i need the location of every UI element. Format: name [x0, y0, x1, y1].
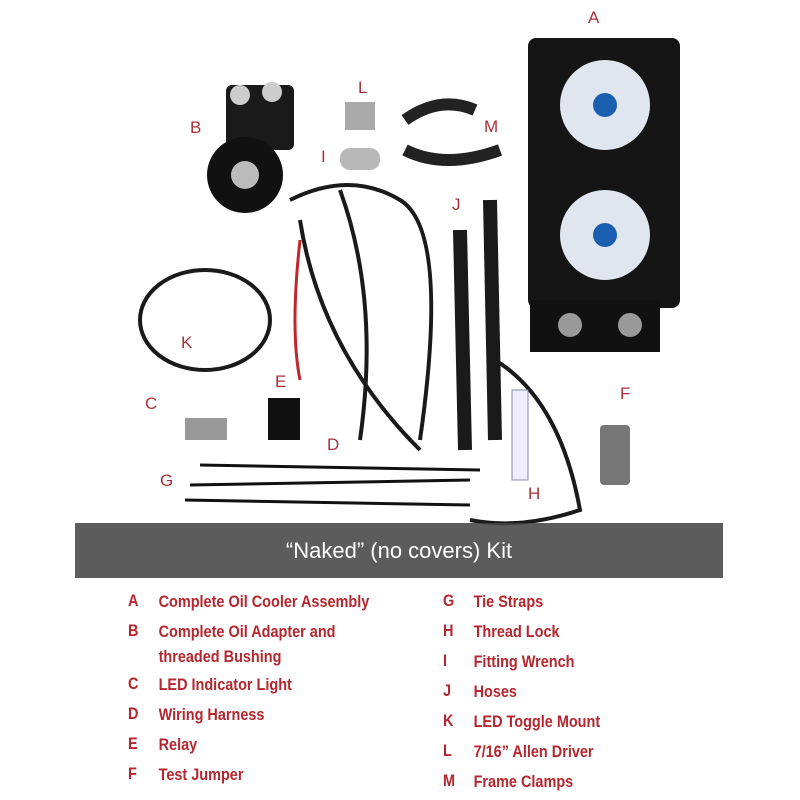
parts-list-item: I Fitting Wrench: [443, 646, 600, 676]
oil-adapter: [207, 82, 294, 213]
photo-label-f: F: [620, 384, 631, 403]
tie-straps: [184, 463, 481, 507]
photo-label-e: E: [275, 372, 287, 391]
connector: [185, 418, 227, 440]
kit-title-banner: “Naked” (no covers) Kit: [75, 523, 723, 578]
part-key: J: [443, 681, 452, 700]
part-key: A: [128, 591, 139, 610]
part-key: H: [443, 621, 454, 640]
parts-list-item: B Complete Oil Adapter and threaded Bushi…: [128, 616, 369, 669]
photo-label-d: D: [327, 435, 340, 454]
parts-list-right: G Tie Straps H Thread Lock I Fitting Wrench…: [443, 586, 628, 796]
part-key: M: [443, 771, 456, 790]
part-key: L: [443, 741, 452, 760]
photo-label-a: A: [588, 8, 600, 27]
part-name: 7/16” Allen Driver: [473, 742, 594, 761]
part-key: E: [128, 734, 138, 753]
parts-list-item: D Wiring Harness: [128, 699, 369, 729]
photo-label-g: G: [160, 471, 174, 490]
part-name: Test Jumper: [158, 765, 244, 784]
photo-label-j: J: [452, 195, 461, 214]
part-name: Tie Straps: [473, 592, 544, 611]
led-indicator-wire: [138, 268, 272, 372]
hoses: [453, 199, 502, 451]
parts-list-item: M Frame Clamps: [443, 766, 600, 796]
allen-driver: [345, 102, 375, 130]
parts-list-item: F Test Jumper: [128, 759, 369, 789]
relay: [268, 398, 300, 440]
parts-list-item: K LED Toggle Mount: [443, 706, 600, 736]
part-name: Thread Lock: [473, 622, 560, 641]
part-key: C: [128, 674, 139, 693]
photo-label-c: C: [145, 394, 158, 413]
test-jumper: [600, 425, 630, 485]
photo-label-b: B: [190, 118, 202, 137]
part-name: Hoses: [473, 682, 517, 701]
part-name: LED Toggle Mount: [473, 712, 601, 731]
parts-list-item: L 7/16” Allen Driver: [443, 736, 600, 766]
part-key: K: [443, 711, 454, 730]
part-key: D: [128, 704, 139, 723]
parts-list-item: H Thread Lock: [443, 616, 600, 646]
parts-list-left: A Complete Oil Cooler Assembly B Complete …: [128, 586, 412, 789]
parts-list-item: J Hoses: [443, 676, 600, 706]
part-name: Wiring Harness: [158, 705, 265, 724]
photo-label-h: H: [528, 484, 541, 503]
parts-list-item: G Tie Straps: [443, 586, 600, 616]
parts-list-item: C LED Indicator Light: [128, 669, 369, 699]
part-key: I: [443, 651, 448, 670]
fitting-wrench: [340, 148, 380, 170]
part-name: Relay: [158, 735, 198, 754]
part-key: G: [443, 591, 455, 610]
photo-label-k: K: [181, 333, 193, 352]
product-photo: [138, 38, 680, 526]
parts-list-item: E Relay: [128, 729, 369, 759]
part-key: B: [128, 621, 139, 640]
thread-lock: [511, 389, 529, 481]
oil-cooler-assembly: [528, 38, 680, 352]
photo-label-m: M: [484, 117, 499, 136]
part-name: Complete Oil Cooler Assembly: [158, 592, 370, 611]
frame-clamps: [401, 98, 503, 166]
parts-list-item: A Complete Oil Cooler Assembly: [128, 586, 369, 616]
part-name: Frame Clamps: [473, 772, 574, 791]
photo-label-l: L: [358, 78, 368, 97]
part-name: Complete Oil Adapter and threaded Bushin…: [158, 622, 336, 666]
part-name: Fitting Wrench: [473, 652, 575, 671]
part-key: F: [128, 764, 137, 783]
part-name: LED Indicator Light: [158, 675, 292, 694]
photo-label-i: I: [321, 147, 326, 166]
